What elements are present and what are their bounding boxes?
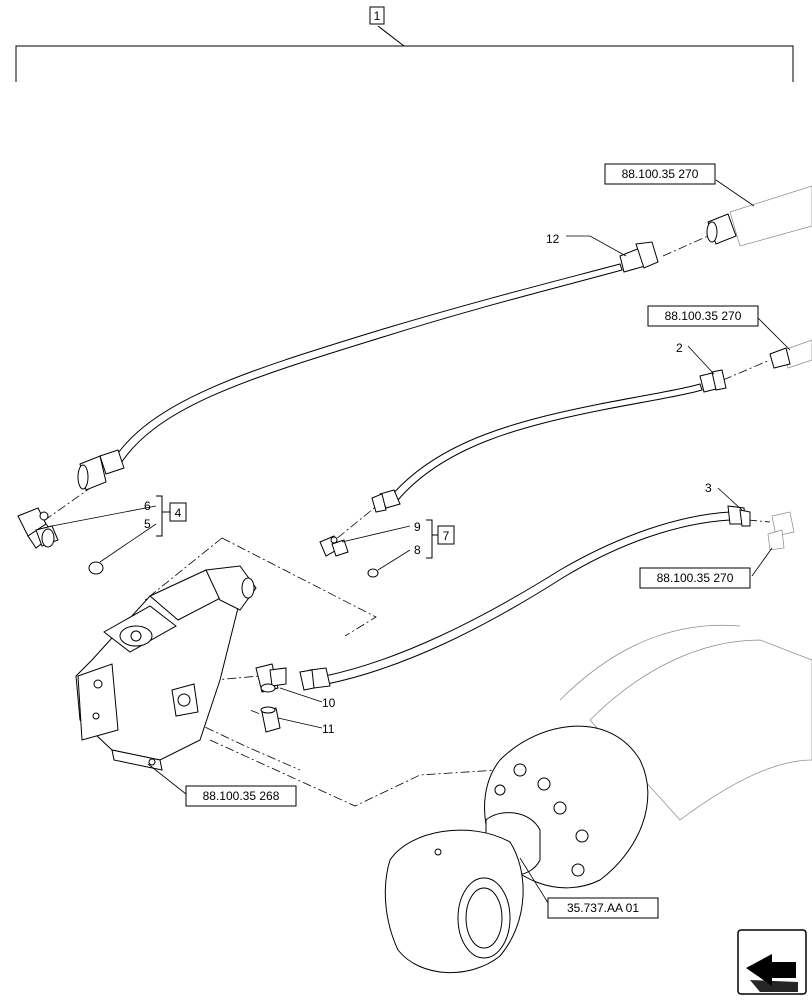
- steering-cylinder: [384, 624, 812, 973]
- svg-text:4: 4: [175, 506, 182, 520]
- svg-text:7: 7: [443, 529, 450, 543]
- item-number-5: 5: [144, 517, 151, 531]
- assembly-callout-text: 1: [374, 9, 381, 23]
- leader-lines: [51, 179, 791, 907]
- remote-hose-mid: [769, 339, 812, 369]
- elbow-fitting-10: [255, 663, 287, 693]
- svg-text:88.100.35 268: 88.100.35 268: [203, 789, 280, 803]
- navigation-arrow-icon[interactable]: [737, 929, 807, 995]
- elbow-fitting-9: [319, 535, 349, 557]
- o-ring-8: [367, 568, 379, 578]
- item-number-3: 3: [705, 481, 712, 495]
- remote-hose-top: [706, 185, 812, 247]
- reference-box-low[interactable]: 88.100.35 270: [639, 567, 751, 589]
- svg-text:88.100.35 270: 88.100.35 270: [657, 571, 734, 585]
- svg-text:88.100.35 270: 88.100.35 270: [622, 167, 699, 181]
- svg-text:88.100.35 270: 88.100.35 270: [665, 309, 742, 323]
- elbow-fitting-6: [17, 507, 59, 549]
- item-number-11: 11: [322, 722, 335, 736]
- reference-box-cylinder[interactable]: 35.737.AA 01: [547, 897, 659, 919]
- remote-fitting-low: [767, 511, 795, 551]
- item-number-9: 9: [414, 520, 421, 534]
- reference-box-top[interactable]: 88.100.35 270: [604, 163, 716, 185]
- group-bracket-7: 7: [426, 519, 455, 559]
- valve-block: [75, 565, 257, 771]
- reference-box-valve[interactable]: 88.100.35 268: [185, 785, 297, 807]
- item-number-2: 2: [676, 341, 683, 355]
- reference-box-mid[interactable]: 88.100.35 270: [647, 305, 759, 327]
- item-number-8: 8: [414, 543, 421, 557]
- item-number-6: 6: [144, 499, 151, 513]
- item-number-12: 12: [546, 232, 560, 246]
- hose-12: [77, 241, 659, 491]
- assembly-bracket: 1: [15, 6, 794, 82]
- item-number-10: 10: [322, 696, 336, 710]
- o-ring-5: [88, 561, 104, 575]
- group-bracket-4: 4: [156, 495, 187, 537]
- hose-2: [371, 369, 727, 513]
- assembly-callout-box: [369, 6, 385, 25]
- fitting-11: [260, 706, 281, 733]
- svg-text:35.737.AA 01: 35.737.AA 01: [567, 901, 639, 915]
